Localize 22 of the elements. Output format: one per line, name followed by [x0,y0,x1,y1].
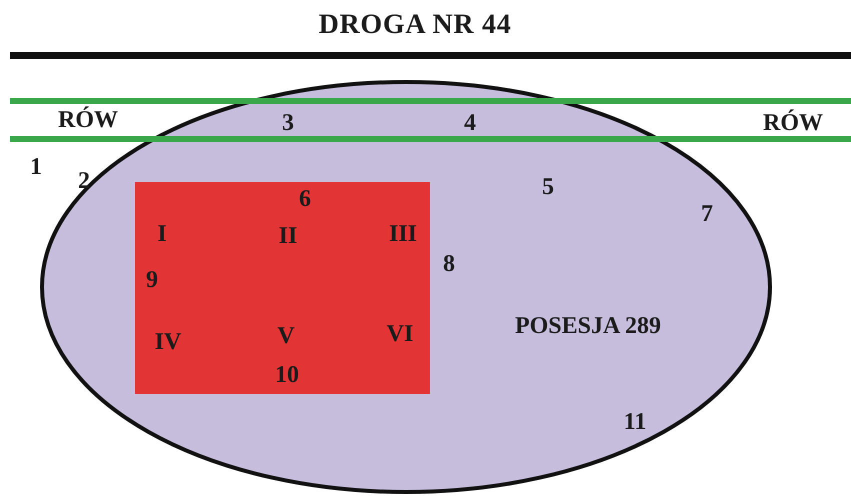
section-label: V [277,324,295,348]
ditch-label: RÓW [58,108,118,132]
building-area [135,182,430,394]
section-label: III [388,222,418,246]
section-label: I [157,222,167,246]
callout-number: 2 [78,169,90,193]
road-title: DROGA NR 44 [318,11,512,39]
callout-number: 8 [443,252,455,276]
callout-number: 3 [282,111,294,135]
callout-number: 1 [30,155,42,179]
ditch-label: RÓW [763,111,823,135]
callout-number: 11 [624,410,646,434]
callout-number: 5 [542,175,554,199]
section-label: 9 [146,268,158,292]
callout-number: 4 [464,111,476,135]
section-label: 6 [299,187,311,211]
section-label: IV [154,330,182,354]
section-label: II [278,224,298,248]
callout-number: 7 [701,202,713,226]
property-label: POSESJA 289 [514,314,662,338]
section-label: 10 [275,363,299,387]
section-label: VI [386,322,414,346]
